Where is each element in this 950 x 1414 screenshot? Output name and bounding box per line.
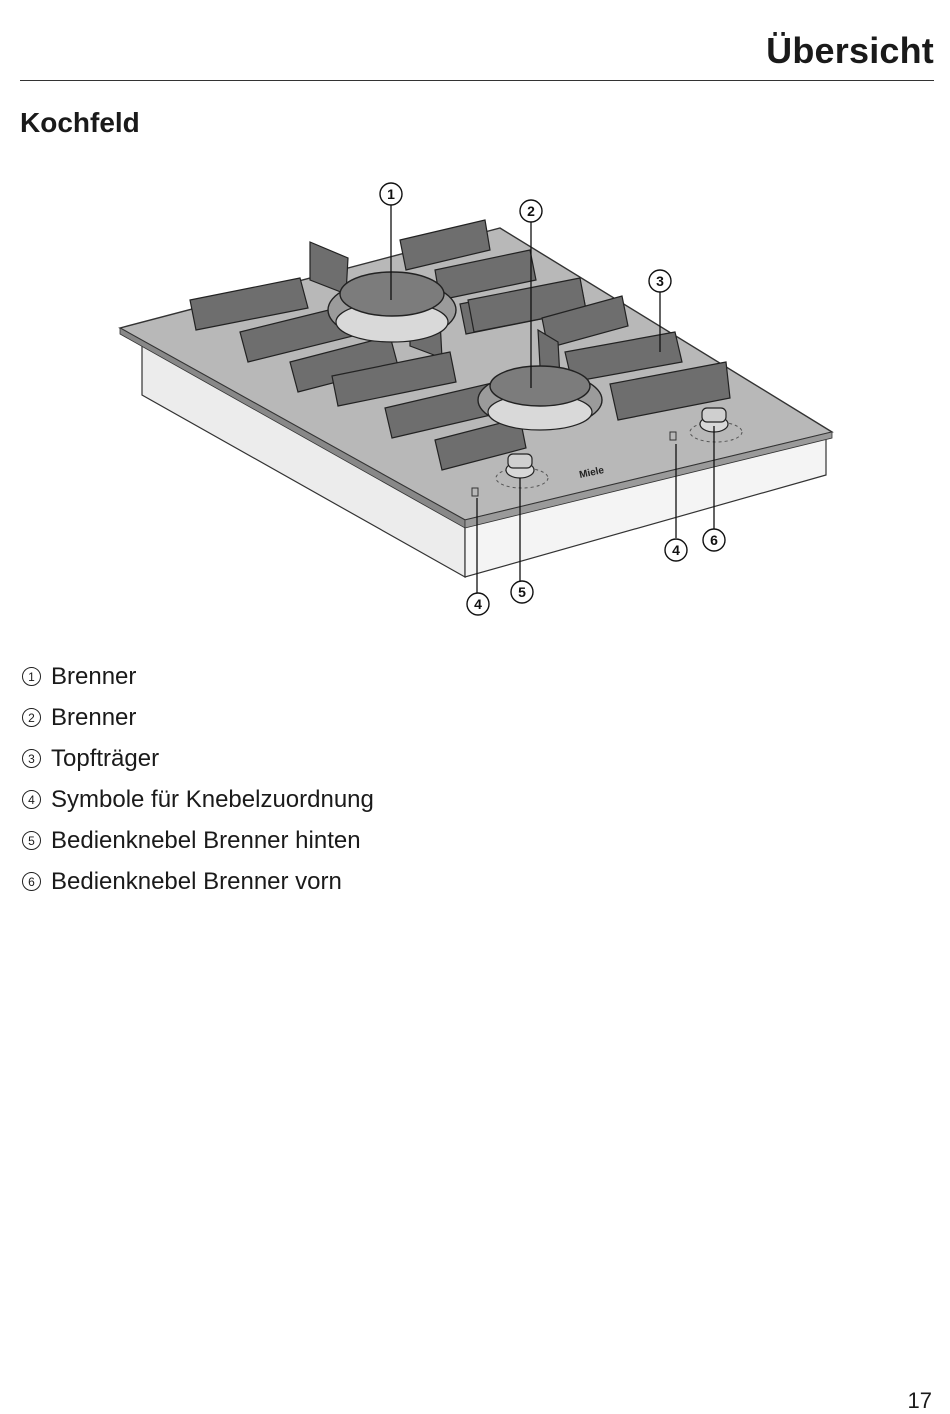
legend-label: Bedienknebel Brenner hinten — [51, 826, 361, 854]
callout-2: 2 — [519, 199, 543, 223]
legend-item: 6 Bedienknebel Brenner vorn — [22, 861, 374, 902]
knob-front-icon — [689, 407, 743, 443]
legend-number: 6 — [22, 872, 41, 891]
legend-list: 1 Brenner 2 Brenner 3 Topfträger 4 Symbo… — [22, 656, 374, 902]
legend-item: 5 Bedienknebel Brenner hinten — [22, 820, 374, 861]
legend-number: 4 — [22, 790, 41, 809]
svg-text:3: 3 — [656, 273, 664, 289]
section-heading: Kochfeld — [20, 107, 140, 138]
legend-label: Brenner — [51, 703, 137, 731]
pan-support-front — [331, 277, 731, 471]
legend-number: 1 — [22, 667, 41, 686]
knob-symbol-rear — [471, 487, 479, 497]
svg-text:4: 4 — [474, 596, 482, 612]
svg-text:1: 1 — [387, 186, 395, 202]
page-title: Übersicht — [766, 30, 934, 71]
brand-mark: Miele — [578, 465, 605, 481]
legend-number: 3 — [22, 749, 41, 768]
svg-text:5: 5 — [518, 584, 526, 600]
burner-front-icon — [477, 365, 603, 431]
cooktop-illustration: Miele 1 2 3 4 6 — [110, 170, 850, 630]
burner-rear-icon — [327, 271, 457, 343]
callout-3: 3 — [648, 269, 672, 293]
legend-item: 4 Symbole für Knebelzuordnung — [22, 779, 374, 820]
callout-4-front: 4 — [664, 538, 688, 562]
callout-1: 1 — [379, 182, 403, 206]
legend-item: 2 Brenner — [22, 697, 374, 738]
svg-text:2: 2 — [527, 203, 535, 219]
page-number: 17 — [907, 1388, 932, 1413]
knob-symbol-front — [669, 431, 677, 441]
svg-text:4: 4 — [672, 542, 680, 558]
legend-number: 2 — [22, 708, 41, 727]
callout-6: 6 — [702, 528, 726, 552]
header-rule — [20, 80, 934, 81]
knob-rear-icon — [495, 453, 549, 489]
callout-4-rear: 4 — [466, 592, 490, 616]
svg-text:6: 6 — [710, 532, 718, 548]
legend-item: 3 Topfträger — [22, 738, 374, 779]
legend-label: Symbole für Knebelzuordnung — [51, 785, 374, 813]
legend-item: 1 Brenner — [22, 656, 374, 697]
callout-5: 5 — [510, 580, 534, 604]
legend-label: Brenner — [51, 662, 137, 690]
legend-label: Bedienknebel Brenner vorn — [51, 867, 342, 895]
legend-number: 5 — [22, 831, 41, 850]
legend-label: Topfträger — [51, 744, 160, 772]
